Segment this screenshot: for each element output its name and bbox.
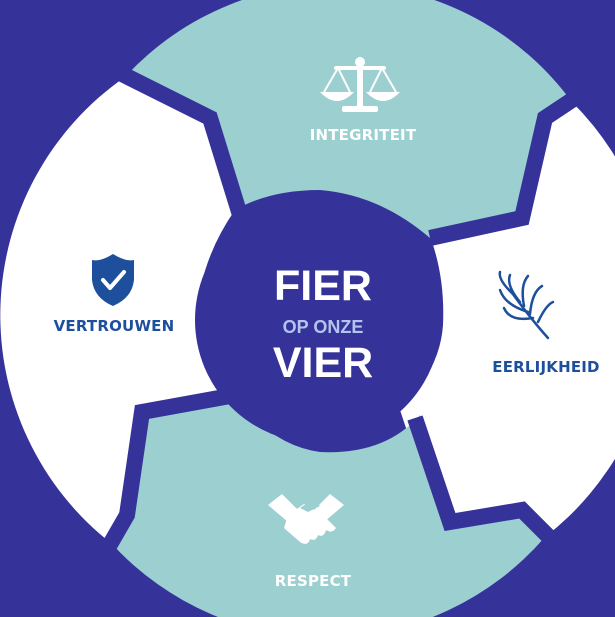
center-title-line2: OP ONZE xyxy=(283,317,364,337)
center-title-line1: FIER xyxy=(274,262,372,310)
shield-check-icon xyxy=(92,254,134,306)
center-circle xyxy=(195,197,441,443)
center-title-line3: VIER xyxy=(273,339,373,387)
segment-separators xyxy=(101,64,580,552)
scales-icon xyxy=(320,57,400,112)
segment-label-eerlijkheid: EERLIJKHEID xyxy=(492,358,599,376)
segment-label-vertrouwen: VERTROUWEN xyxy=(54,317,175,335)
palm-leaf-icon xyxy=(498,270,555,340)
handshake-icon xyxy=(268,494,344,544)
segment-vertrouwen xyxy=(0,77,236,544)
segment-eerlijkheid xyxy=(400,102,615,537)
segment-label-integriteit: INTEGRITEIT xyxy=(310,126,417,144)
segment-label-respect: RESPECT xyxy=(275,572,352,590)
